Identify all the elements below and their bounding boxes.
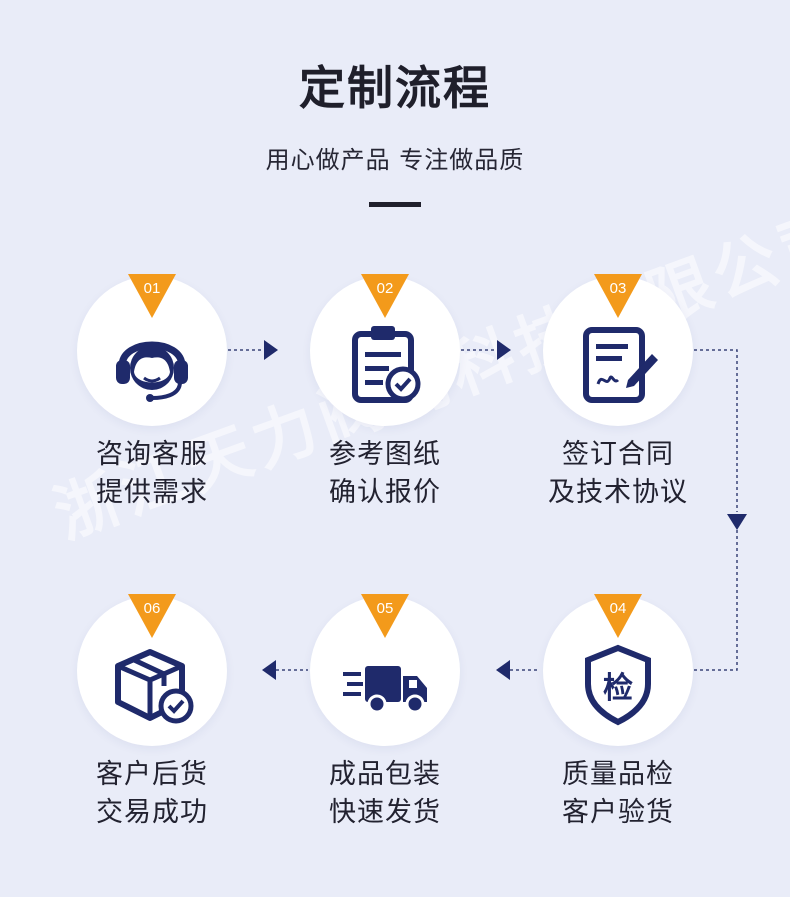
badge-icon <box>361 594 409 638</box>
arrow-down-icon <box>727 514 747 530</box>
step-label: 签订合同 及技术协议 <box>528 436 708 512</box>
connector-3-down <box>694 349 738 512</box>
contract-sign-icon <box>583 327 658 403</box>
step-number: 02 <box>376 280 394 297</box>
package-check-icon <box>115 649 194 724</box>
step-label-line2: 快速发货 <box>329 797 441 828</box>
step-label-line2: 交易成功 <box>96 797 208 828</box>
badge-icon <box>361 274 409 318</box>
step-number: 06 <box>143 600 161 617</box>
step-number: 01 <box>143 280 161 297</box>
shield-text: 检 <box>603 671 633 706</box>
step-number: 04 <box>609 600 627 617</box>
title-divider <box>369 202 421 207</box>
headset-agent-icon <box>116 341 188 402</box>
step-label: 质量品检 客户验货 <box>528 756 708 832</box>
step-label: 成品包装 快速发货 <box>295 756 475 832</box>
badge-icon <box>128 274 176 318</box>
page-title: 定制流程 <box>299 61 491 115</box>
step-label-line1: 咨询客服 <box>96 439 208 470</box>
quality-shield-icon: 检 <box>585 644 651 726</box>
step-label: 参考图纸 确认报价 <box>295 436 475 512</box>
connector-down-4 <box>694 530 738 671</box>
step-label-line2: 提供需求 <box>96 477 208 508</box>
clipboard-check-icon <box>352 326 421 403</box>
arrow-right-icon <box>264 340 278 360</box>
step-label: 客户后货 交易成功 <box>62 756 242 832</box>
badge-icon <box>594 274 642 318</box>
step-label-line1: 成品包装 <box>329 759 441 790</box>
step-label-line2: 及技术协议 <box>548 477 688 508</box>
step-label-line1: 参考图纸 <box>329 439 441 470</box>
badge-icon <box>594 594 642 638</box>
step-label-line2: 客户验货 <box>562 797 674 828</box>
step-label-line1: 质量品检 <box>562 759 674 790</box>
step-label: 咨询客服 提供需求 <box>62 436 242 512</box>
step-label-line1: 签订合同 <box>562 439 674 470</box>
badge-icon <box>128 594 176 638</box>
step-number: 05 <box>376 600 394 617</box>
step-label-line2: 确认报价 <box>329 477 441 508</box>
page-subtitle: 用心做产品 专注做品质 <box>265 146 525 174</box>
arrow-left-icon <box>262 660 276 680</box>
step-label-line1: 客户后货 <box>96 759 208 790</box>
arrow-left-icon <box>496 660 510 680</box>
step-number: 03 <box>609 280 627 297</box>
delivery-truck-icon <box>343 666 427 714</box>
arrow-right-icon <box>497 340 511 360</box>
